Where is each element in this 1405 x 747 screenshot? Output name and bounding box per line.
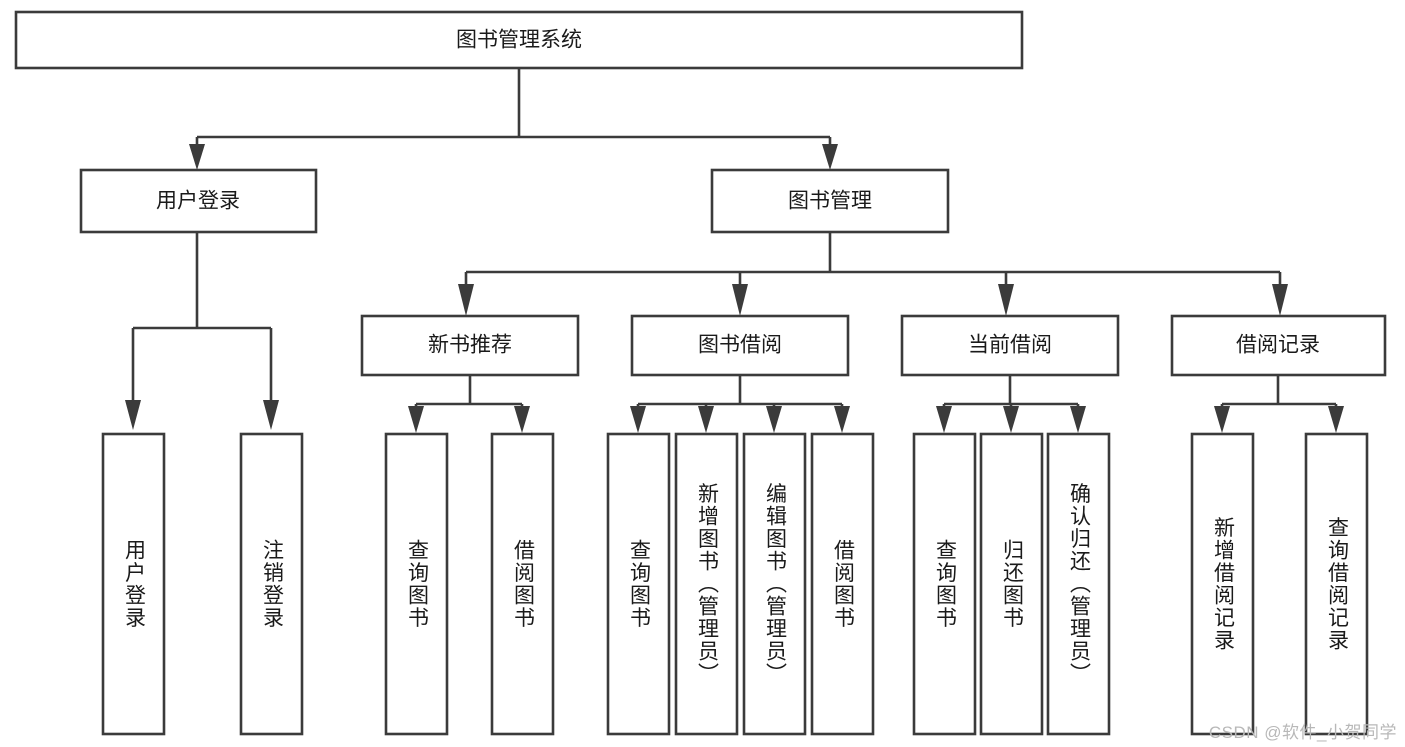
leaf-br-add-record-box[interactable] <box>1190 432 1255 736</box>
leaf-cb-confirm-return[interactable]: 确认归还（管理员） <box>1046 432 1111 736</box>
leaf-bb-query-book[interactable]: 查询图书 <box>606 432 671 736</box>
leaf-bb-borrow-book-box[interactable] <box>810 432 875 736</box>
leaf-bb-borrow-book-label: 借阅图书 <box>831 539 855 629</box>
leaf-user-login-box[interactable] <box>101 432 166 736</box>
leaf-cb-query-book-box[interactable] <box>912 432 977 736</box>
arrow-to-leaf-query-record <box>1328 406 1344 433</box>
arrow-to-leaf-borrow-book-nb <box>514 406 530 433</box>
node-root-label: 图书管理系统 <box>456 29 582 52</box>
leaf-nb-borrow-book-box[interactable] <box>490 432 555 736</box>
arrow-to-book-manage <box>822 144 838 170</box>
leaf-bb-query-book-box[interactable] <box>606 432 671 736</box>
arrow-to-book-borrow <box>732 284 748 316</box>
leaf-nb-borrow-book[interactable]: 借阅图书 <box>490 432 555 736</box>
arrow-to-leaf-edit-book <box>766 406 782 433</box>
leaf-bb-edit-book-box[interactable] <box>742 432 807 736</box>
arrow-to-user-login <box>189 144 205 170</box>
leaf-logout-label: 注销登录 <box>260 539 284 629</box>
leaf-nb-query-book-box[interactable] <box>384 432 449 736</box>
node-book-manage-label: 图书管理 <box>788 190 872 213</box>
leaf-bb-edit-book-label: 编辑图书（管理员） <box>763 483 787 686</box>
node-current-borrow-label: 当前借阅 <box>968 334 1052 357</box>
leaf-nb-query-book-label: 查询图书 <box>405 539 429 629</box>
arrow-to-leaf-borrow-book-bb <box>834 406 850 433</box>
node-book-manage-box[interactable] <box>710 168 950 234</box>
arrow-to-leaf-return-book <box>1003 406 1019 433</box>
node-new-book-recommend-label: 新书推荐 <box>428 334 512 357</box>
leaf-nb-borrow-book-label: 借阅图书 <box>511 539 535 629</box>
node-current-borrow-box[interactable] <box>900 314 1120 377</box>
leaf-bb-edit-book[interactable]: 编辑图书（管理员） <box>742 432 807 736</box>
arrow-to-leaf-add-book <box>698 406 714 433</box>
leaf-cb-return-book[interactable]: 归还图书 <box>979 432 1044 736</box>
node-book-manage[interactable]: 图书管理 <box>710 168 950 234</box>
node-borrow-record[interactable]: 借阅记录 <box>1170 314 1387 377</box>
connector-layer <box>125 68 1344 433</box>
node-borrow-record-label: 借阅记录 <box>1236 334 1320 357</box>
leaf-bb-borrow-book[interactable]: 借阅图书 <box>810 432 875 736</box>
leaf-br-query-record-box[interactable] <box>1304 432 1369 736</box>
node-root[interactable]: 图书管理系统 <box>14 10 1024 70</box>
arrow-to-leaf-query-book-cb <box>936 406 952 433</box>
leaf-user-login-label: 用户登录 <box>122 539 146 629</box>
arrow-to-new-book <box>458 284 474 316</box>
leaf-user-login[interactable]: 用户登录 <box>101 432 166 736</box>
node-current-borrow[interactable]: 当前借阅 <box>900 314 1120 377</box>
node-borrow-record-box[interactable] <box>1170 314 1387 377</box>
leaf-cb-confirm-return-label: 确认归还（管理员） <box>1067 483 1091 686</box>
node-user-login[interactable]: 用户登录 <box>79 168 318 234</box>
leaf-br-query-record[interactable]: 查询借阅记录 <box>1304 432 1369 736</box>
leaf-bb-add-book[interactable]: 新增图书（管理员） <box>674 432 739 736</box>
csdn-watermark: CSDN @软件_小贺同学 <box>1208 723 1397 742</box>
arrow-to-leaf-user-login <box>125 400 141 430</box>
node-book-borrow-box[interactable] <box>630 314 850 377</box>
node-book-borrow-label: 图书借阅 <box>698 334 782 357</box>
leaf-logout-box[interactable] <box>239 432 304 736</box>
node-user-login-label: 用户登录 <box>156 190 240 213</box>
arrow-to-leaf-confirm-return <box>1070 406 1086 433</box>
leaf-br-add-record[interactable]: 新增借阅记录 <box>1190 432 1255 736</box>
leaf-cb-query-book-label: 查询图书 <box>933 539 957 629</box>
leaf-bb-query-book-label: 查询图书 <box>627 539 651 629</box>
arrow-to-leaf-query-book-nb <box>408 406 424 433</box>
leaf-br-add-record-label: 新增借阅记录 <box>1211 517 1235 652</box>
leaf-bb-add-book-box[interactable] <box>674 432 739 736</box>
leaf-bb-add-book-label: 新增图书（管理员） <box>695 483 719 686</box>
arrow-to-leaf-query-book-bb <box>630 406 646 433</box>
leaf-logout[interactable]: 注销登录 <box>239 432 304 736</box>
node-new-book-recommend-box[interactable] <box>360 314 580 377</box>
arrow-to-current-borrow <box>998 284 1014 316</box>
arrow-to-borrow-record <box>1272 284 1288 316</box>
leaf-cb-query-book[interactable]: 查询图书 <box>912 432 977 736</box>
leaf-cb-return-book-label: 归还图书 <box>1000 539 1024 629</box>
node-root-box[interactable] <box>14 10 1024 70</box>
arrow-to-leaf-logout <box>263 400 279 430</box>
leaf-cb-confirm-return-box[interactable] <box>1046 432 1111 736</box>
leaf-br-query-record-label: 查询借阅记录 <box>1325 517 1349 652</box>
node-user-login-box[interactable] <box>79 168 318 234</box>
node-book-borrow[interactable]: 图书借阅 <box>630 314 850 377</box>
arrow-to-leaf-add-record <box>1214 406 1230 433</box>
node-new-book-recommend[interactable]: 新书推荐 <box>360 314 580 377</box>
leaf-cb-return-book-box[interactable] <box>979 432 1044 736</box>
leaf-nb-query-book[interactable]: 查询图书 <box>384 432 449 736</box>
